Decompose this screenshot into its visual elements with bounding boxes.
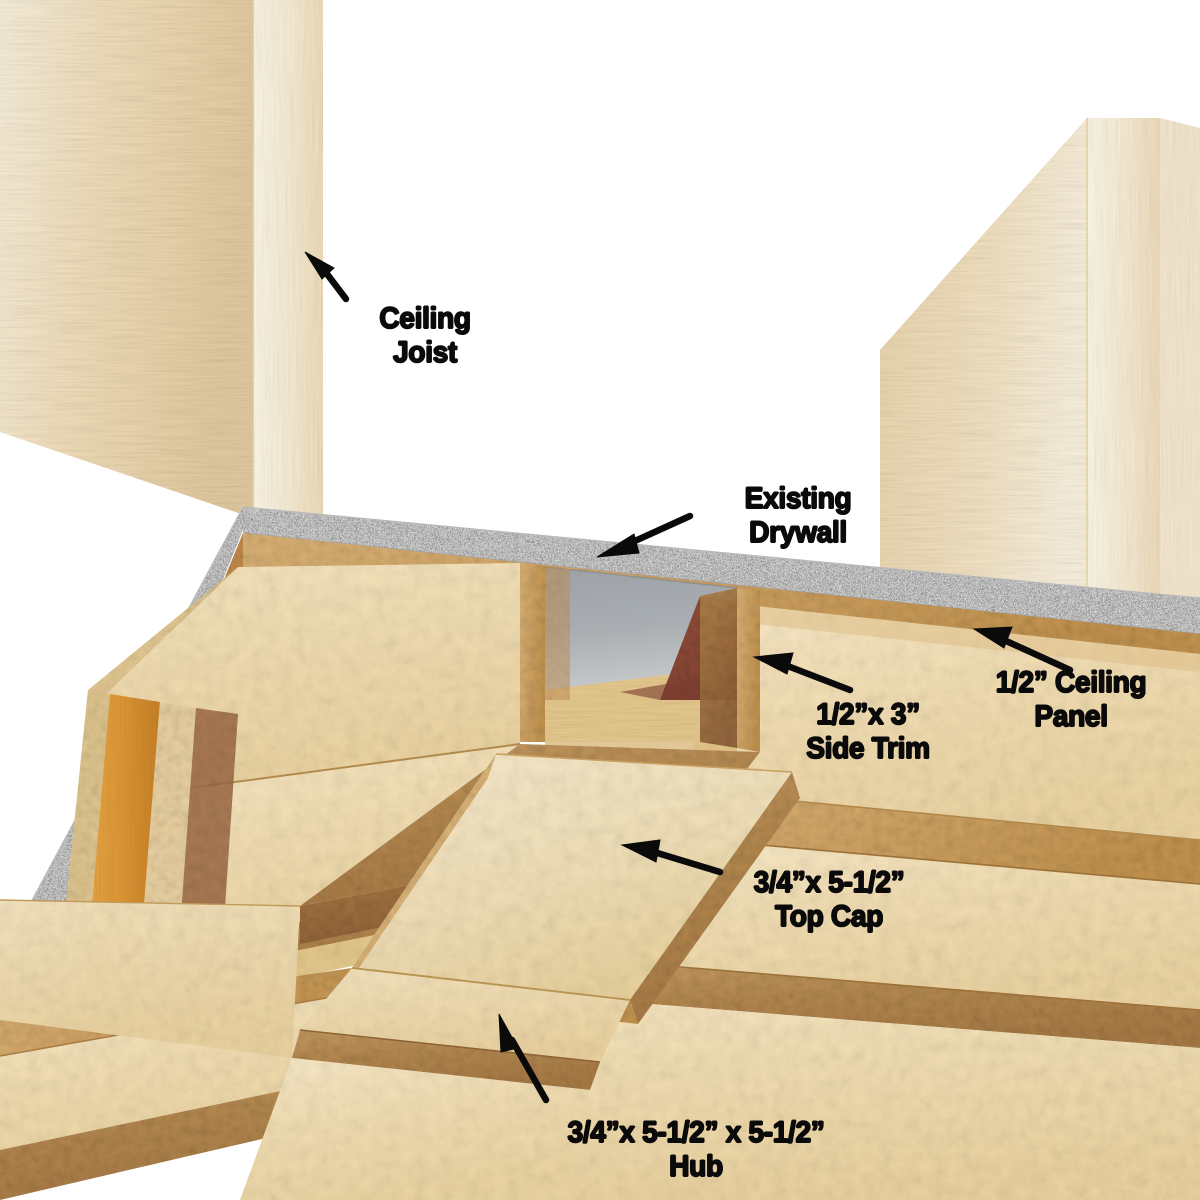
arrow-top-cap — [620, 839, 724, 876]
right-beam-bands — [560, 789, 1200, 1200]
top-cap-board — [344, 753, 800, 1024]
ceiling-joist-left — [0, 0, 323, 540]
ceiling-joist-right — [880, 118, 1200, 634]
side-trim-board — [520, 563, 760, 752]
half-inch-ceiling-panel — [680, 604, 1200, 840]
hub-block — [240, 967, 631, 1200]
arrow-existing-drywall — [596, 512, 694, 558]
arrow-side-trim — [752, 652, 854, 694]
arrow-ceiling-panel — [972, 626, 1074, 674]
lower-left-coffer-face — [0, 899, 301, 1058]
arrow-hub — [498, 1013, 550, 1104]
arrow-ceiling-joist — [304, 251, 350, 303]
callout-arrows — [304, 251, 1074, 1104]
